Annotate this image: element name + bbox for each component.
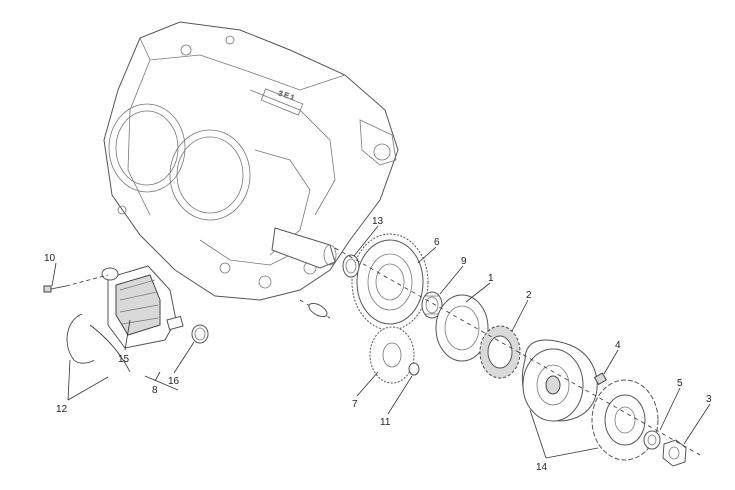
part-6-starter-gear xyxy=(351,233,429,331)
callout-5: 5 xyxy=(677,378,683,389)
callout-2: 2 xyxy=(526,290,532,301)
part-15-starter-motor xyxy=(101,265,184,349)
part-3-nut xyxy=(662,439,687,467)
callout-11: 11 xyxy=(380,417,391,428)
assembly-axis xyxy=(334,247,701,456)
part-14-stator xyxy=(591,379,659,461)
part-10-screw xyxy=(43,274,109,293)
callout-15: 15 xyxy=(118,354,130,365)
callout-8: 8 xyxy=(152,385,158,396)
part-5-washer xyxy=(643,430,661,450)
callout-6: 6 xyxy=(434,237,440,248)
callout-12: 12 xyxy=(56,404,68,415)
part-13-washer xyxy=(342,254,360,278)
part-9-bearing xyxy=(421,291,443,319)
crankcase: 3 E 1 xyxy=(103,21,399,301)
part-2-freewheel xyxy=(479,325,521,379)
part-8-pin xyxy=(144,375,179,391)
callout-1: 1 xyxy=(488,273,494,284)
callout-16: 16 xyxy=(168,376,180,387)
part-7-idler-gear xyxy=(369,326,415,384)
callout-9: 9 xyxy=(461,256,467,267)
part-16-o-ring xyxy=(191,324,209,344)
callouts: 1 2 3 4 5 6 7 8 9 10 11 12 13 14 15 16 xyxy=(44,216,712,473)
part-14-flywheel xyxy=(521,339,598,422)
part-1-plate xyxy=(435,294,489,362)
leader-lines xyxy=(51,225,711,459)
part-11-washer xyxy=(408,362,420,376)
dowel xyxy=(308,302,328,318)
callout-3: 3 xyxy=(706,394,712,405)
callout-13: 13 xyxy=(372,216,384,227)
callout-7: 7 xyxy=(352,399,358,410)
part-4-bolt xyxy=(593,372,608,386)
callout-10: 10 xyxy=(44,253,56,264)
callout-4: 4 xyxy=(615,340,621,351)
part-12-clamps xyxy=(66,313,131,373)
callout-14: 14 xyxy=(536,462,548,473)
